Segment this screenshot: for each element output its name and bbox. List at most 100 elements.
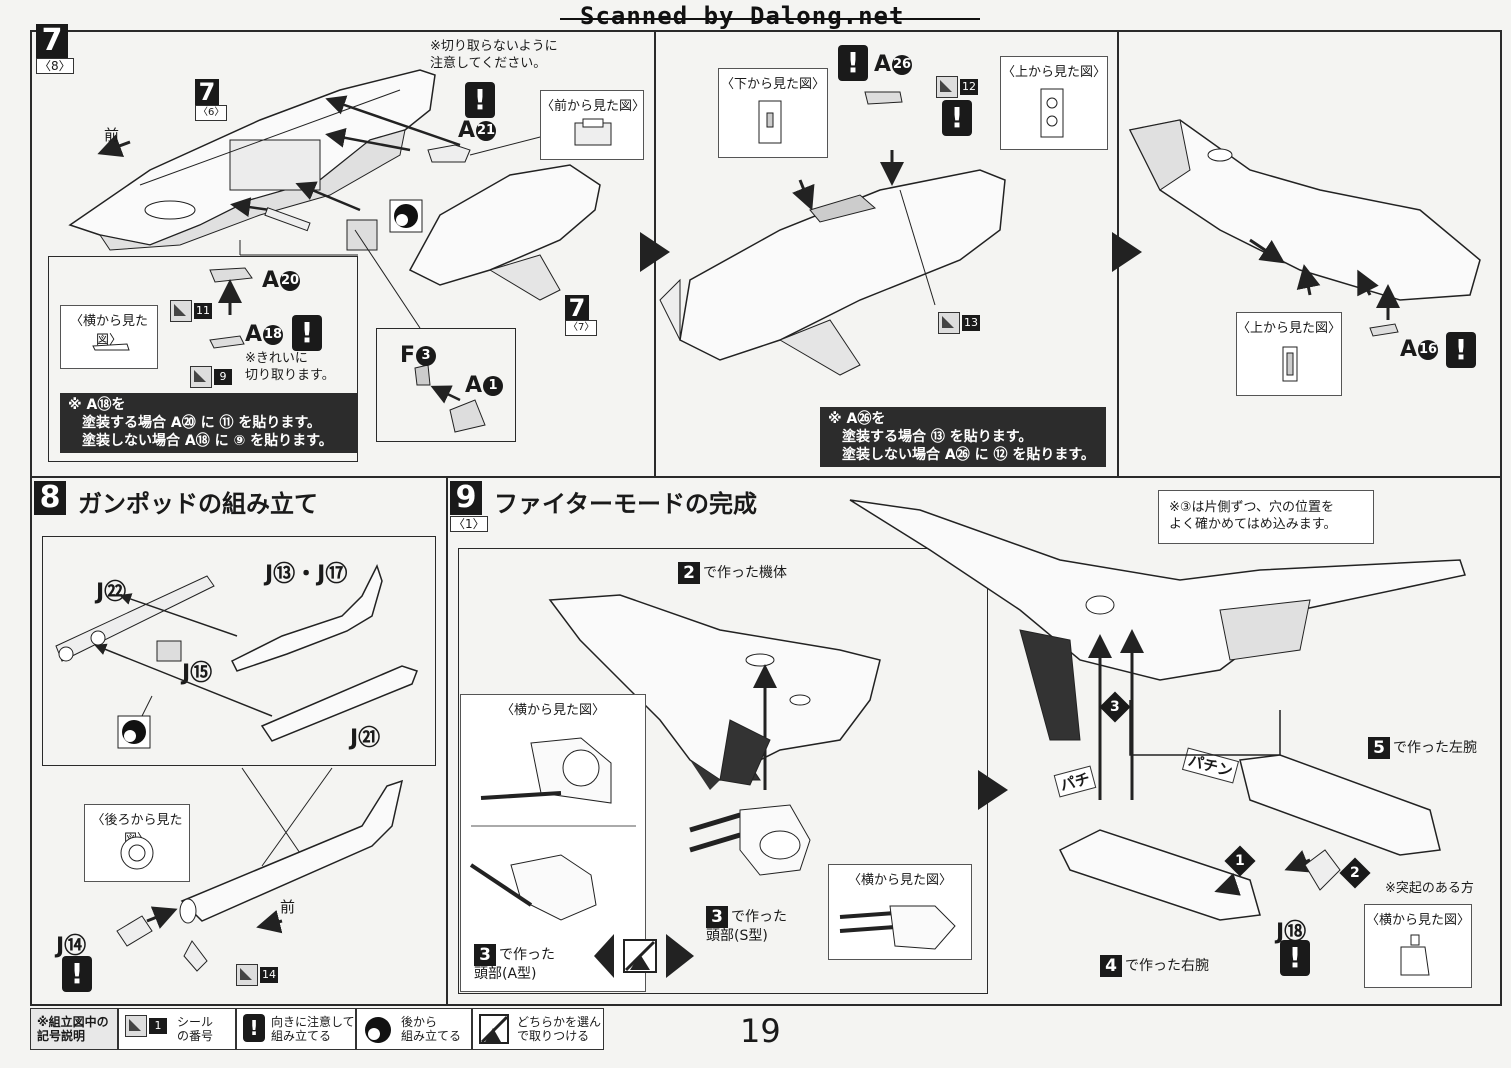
no-cut-caution: ※切り取らないように 注意してください。: [430, 39, 558, 71]
part-j21: J㉑: [350, 726, 381, 751]
fuselage-assembled-drawing: [659, 91, 1006, 376]
next-step-arrow: [978, 770, 1008, 810]
side-view-box-a18: 〈横から見た図〉: [60, 305, 158, 369]
step7-inner-sub: 〈6〉: [195, 105, 228, 121]
legend-item-warning: ! 向きに注意して 組み立てる: [236, 1008, 356, 1050]
part-j14: J⑭: [56, 934, 87, 959]
gunpod-front-label: 前: [280, 898, 296, 916]
head-s-drawing: [689, 804, 811, 876]
legend-item-choose: どちらかを選ん で取りつける: [472, 1008, 604, 1050]
bottom-view-box: 〈下から見た図〉: [718, 68, 828, 158]
a26-paint-note: ※ A㉖を 塗装する場合 ⑬ を貼ります。 塗装しない場合 A㉖ に ⑫ を貼り…: [820, 407, 1106, 467]
sticker-11: 11: [170, 300, 212, 322]
legend-item-sticker: 1 シール の番号: [118, 1008, 236, 1050]
a26-note-line1: ※ A㉖を: [828, 411, 886, 427]
legend-title: ※組立図中の 記号説明: [30, 1008, 118, 1050]
sticker-13: 13: [938, 312, 980, 334]
next-step-arrow: [1112, 232, 1142, 272]
protrusion-note: ※突起のある方: [1385, 881, 1474, 896]
step7-fuselage-sub: 〈7〉: [565, 320, 598, 336]
top-view-box-1: 〈上から見た図〉: [1000, 56, 1108, 150]
legend-warning-text: 向きに注意して 組み立てる: [271, 1015, 355, 1043]
a26-note-line2: 塗装する場合 ⑬ を貼ります。: [842, 429, 1033, 445]
side-view-label-3: 〈横から見た図〉: [1365, 913, 1470, 928]
a26-note-line3: 塗装しない場合 A㉖ に ⑫ を貼ります。: [842, 447, 1095, 463]
page-number: 19: [740, 1012, 781, 1050]
step9-title: ファイターモードの完成: [494, 490, 758, 518]
warning-icon: !: [838, 45, 868, 81]
step9-number: 9: [450, 481, 482, 515]
legend-choose-text: どちらかを選ん で取りつける: [517, 1015, 602, 1043]
side-view-box-head-a: 〈横から見た図〉: [460, 694, 646, 992]
f3-a1-sub-box: [376, 328, 516, 442]
side-view-box-j18: 〈横から見た図〉: [1364, 904, 1472, 988]
a18-note-line1: ※ A⑱を: [68, 397, 126, 413]
step7-number: 7: [36, 24, 68, 58]
sticker-icon: [938, 312, 960, 334]
choose-icon: [479, 1014, 509, 1044]
fighter-mode-drawing: [849, 499, 1466, 800]
step7-fuselage-number: 7: [565, 295, 589, 321]
front-view-box: 〈前から見た図〉: [540, 90, 645, 160]
watermark-underline: [560, 18, 980, 20]
rear-view-box: 〈後ろから見た図〉: [84, 804, 190, 882]
rear-assemble-icon: [365, 1017, 391, 1043]
fighter-body-tail: [719, 719, 771, 786]
hole-position-note: ※③は片側ずつ、穴の位置を よく確かめてはめ込みます。: [1169, 500, 1337, 532]
warning-icon: !: [62, 956, 92, 992]
step7-sub-number: 〈8〉: [36, 58, 74, 74]
sticker-12: 12: [936, 76, 978, 98]
arm-connector-line: [1129, 700, 1281, 756]
a18-note-line2: 塗装する場合 A⑳ に ⑪ を貼ります。: [82, 415, 321, 431]
warning-icon: !: [1446, 332, 1476, 368]
sticker-icon: [236, 964, 258, 986]
sticker-icon: [125, 1015, 147, 1037]
a18-paint-note: ※ A⑱を 塗装する場合 A⑳ に ⑪ を貼ります。 塗装しない場合 A⑱ に …: [60, 393, 358, 453]
step9-panel: [446, 476, 1502, 1006]
sticker-icon: [170, 300, 192, 322]
sticker-9: 9: [190, 366, 232, 388]
a18-note-line3: 塗装しない場合 A⑱ に ⑨ を貼ります。: [82, 433, 333, 449]
warning-icon: !: [1280, 940, 1310, 976]
fuselage-upper-drawing: [68, 69, 601, 433]
step8-title: ガンポッドの組み立て: [78, 490, 318, 518]
choose-icon: [594, 934, 694, 978]
front-label: 前: [104, 126, 120, 144]
sticker-icon: [190, 366, 212, 388]
side-view-label-1: 〈横から見た図〉: [500, 703, 605, 718]
step9-sub-number: 〈1〉: [450, 516, 488, 532]
part-j13-j17: J⑬・J⑰: [265, 562, 348, 587]
a18-sub-box: [48, 256, 358, 462]
hole-note-box: ※③は片側ずつ、穴の位置を よく確かめてはめ込みます。: [1158, 490, 1374, 544]
fuselage-bottom-drawing: [1128, 119, 1481, 337]
bottom-view-label: 〈下から見た図〉: [720, 77, 825, 92]
top-view-label-1: 〈上から見た図〉: [1001, 65, 1106, 80]
legend-item-rear: 後から 組み立てる: [356, 1008, 472, 1050]
top-view-label-2: 〈上から見た図〉: [1237, 321, 1342, 336]
step7-inner-number: 7: [195, 79, 219, 105]
legend-rear-text: 後から 組み立てる: [401, 1015, 462, 1043]
warning-icon: !: [942, 100, 972, 136]
sticker-icon: [936, 76, 958, 98]
scanner-watermark: Scanned by Dalong.net: [580, 2, 905, 30]
warning-icon: !: [465, 82, 495, 118]
rear-assemble-icon: [389, 199, 423, 233]
side-view-label-2: 〈横から見た図〉: [847, 873, 952, 888]
side-view-box-head-s: 〈横から見た図〉: [828, 864, 972, 960]
gunpod-parts-drawing: [55, 564, 418, 972]
sticker-14: 14: [236, 964, 278, 986]
step8-number: 8: [34, 481, 66, 515]
gunpod-parts-box: [42, 536, 436, 766]
